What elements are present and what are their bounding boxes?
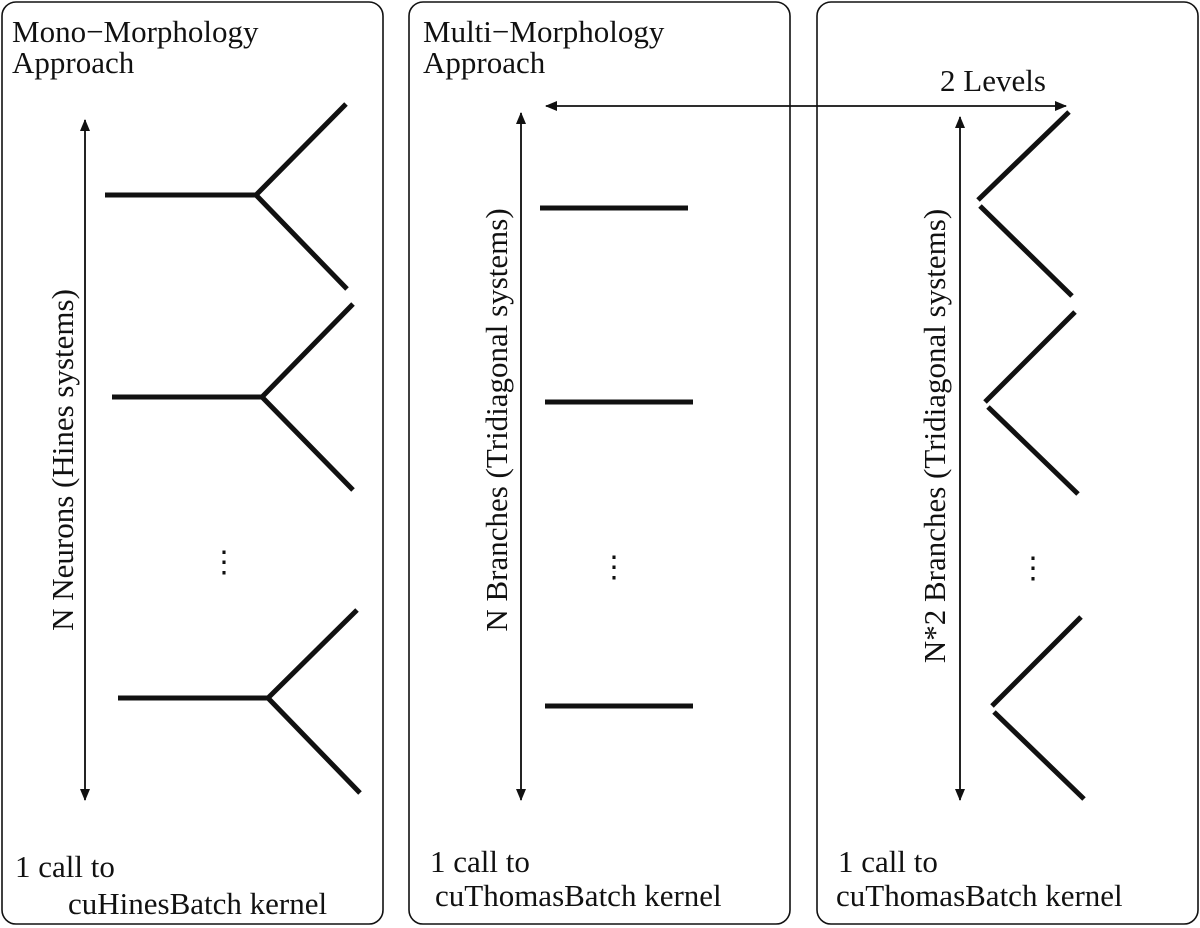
- multi-ellipsis: ⋮: [599, 551, 629, 584]
- right-footer-line1: 1 call to: [838, 844, 938, 879]
- right-axis-label: N*2 Branches (Tridiagonal systems): [917, 209, 952, 663]
- right-footer-line2: cuThomasBatch kernel: [836, 878, 1123, 913]
- two-level-panel: 2 Levels N*2 Branches (Tridiagonal syste…: [816, 1, 1199, 925]
- mono-footer-line1: 1 call to: [15, 849, 115, 884]
- mono-morphology-panel: Mono−Morphology Approach N Neurons (Hine…: [1, 1, 384, 925]
- mono-panel-title-line2: Approach: [12, 45, 135, 80]
- neuron-morphology-3: [118, 608, 362, 795]
- multi-panel-title-line1: Multi−Morphology: [423, 14, 665, 49]
- split-branch-pair-3: [990, 615, 1086, 801]
- neuron-morphology-2: [112, 302, 355, 492]
- multi-footer-line1: 1 call to: [430, 844, 530, 879]
- split-branch-pair-1: [976, 110, 1074, 298]
- multi-panel-title-line2: Approach: [423, 45, 546, 80]
- multi-axis-label: N Branches (Tridiagonal systems): [479, 208, 514, 631]
- neuron-morphology-1: [105, 102, 349, 291]
- multi-morphology-panel: Multi−Morphology Approach N Branches (Tr…: [408, 1, 791, 925]
- split-branch-pair-2: [983, 310, 1080, 496]
- mono-footer-line2: cuHinesBatch kernel: [68, 886, 327, 921]
- mono-panel-title-line1: Mono−Morphology: [12, 14, 259, 49]
- multi-footer-line2: cuThomasBatch kernel: [435, 878, 722, 913]
- levels-label: 2 Levels: [940, 63, 1046, 98]
- mono-panel-frame: [1, 1, 384, 925]
- multi-panel-frame: [408, 1, 791, 925]
- mono-ellipsis: ⋮: [209, 546, 239, 579]
- right-ellipsis: ⋮: [1018, 552, 1048, 585]
- right-panel-frame: [816, 1, 1199, 925]
- mono-axis-label: N Neurons (Hines systems): [45, 289, 80, 631]
